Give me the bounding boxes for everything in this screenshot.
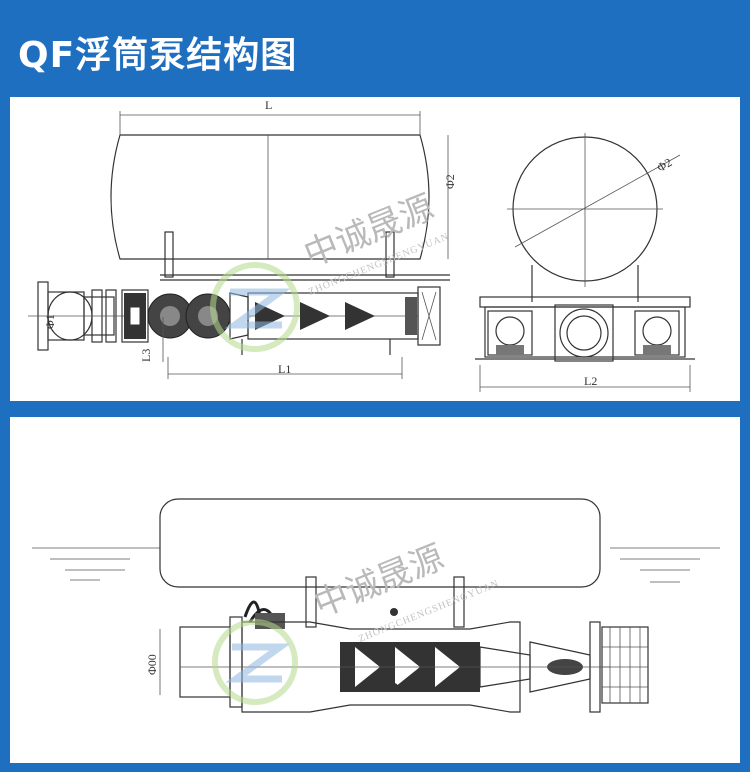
label-phi: Φ00 bbox=[145, 654, 159, 675]
label-phi2-side: Φ2 bbox=[443, 174, 457, 189]
dim-L1: L1 bbox=[167, 357, 403, 379]
outlet-pipe: Φ1 bbox=[28, 281, 132, 351]
header: QF浮筒泵结构图 bbox=[0, 0, 750, 92]
label-L3: L3 bbox=[139, 349, 153, 362]
float-tank bbox=[159, 498, 601, 588]
label-phi2-front: Φ2 bbox=[655, 155, 675, 175]
label-L1: L1 bbox=[278, 362, 291, 376]
float-tank-side bbox=[110, 134, 430, 260]
installation-diagram-panel: Φ00 中诚 bbox=[10, 417, 740, 763]
installation-diagram: Φ00 中诚 bbox=[32, 498, 720, 713]
label-phi1: Φ1 bbox=[43, 314, 57, 329]
structure-diagram: L Φ2 Φ1 bbox=[28, 98, 695, 392]
structure-diagram-panel: L Φ2 Φ1 bbox=[10, 97, 740, 401]
label-L: L bbox=[265, 98, 272, 112]
label-L2: L2 bbox=[584, 374, 597, 388]
tank-supports bbox=[160, 231, 450, 281]
front-view: Φ2 L2 bbox=[475, 133, 695, 392]
water-surface bbox=[32, 547, 720, 583]
dim-L3: L3 bbox=[139, 317, 164, 362]
watermark-logo bbox=[210, 262, 300, 352]
dim-L: L bbox=[119, 98, 421, 135]
pump-casing bbox=[180, 608, 649, 713]
dim-phi2-side: Φ2 bbox=[443, 135, 457, 259]
watermark-logo-2 bbox=[212, 619, 298, 705]
page-title: QF浮筒泵结构图 bbox=[18, 35, 298, 76]
